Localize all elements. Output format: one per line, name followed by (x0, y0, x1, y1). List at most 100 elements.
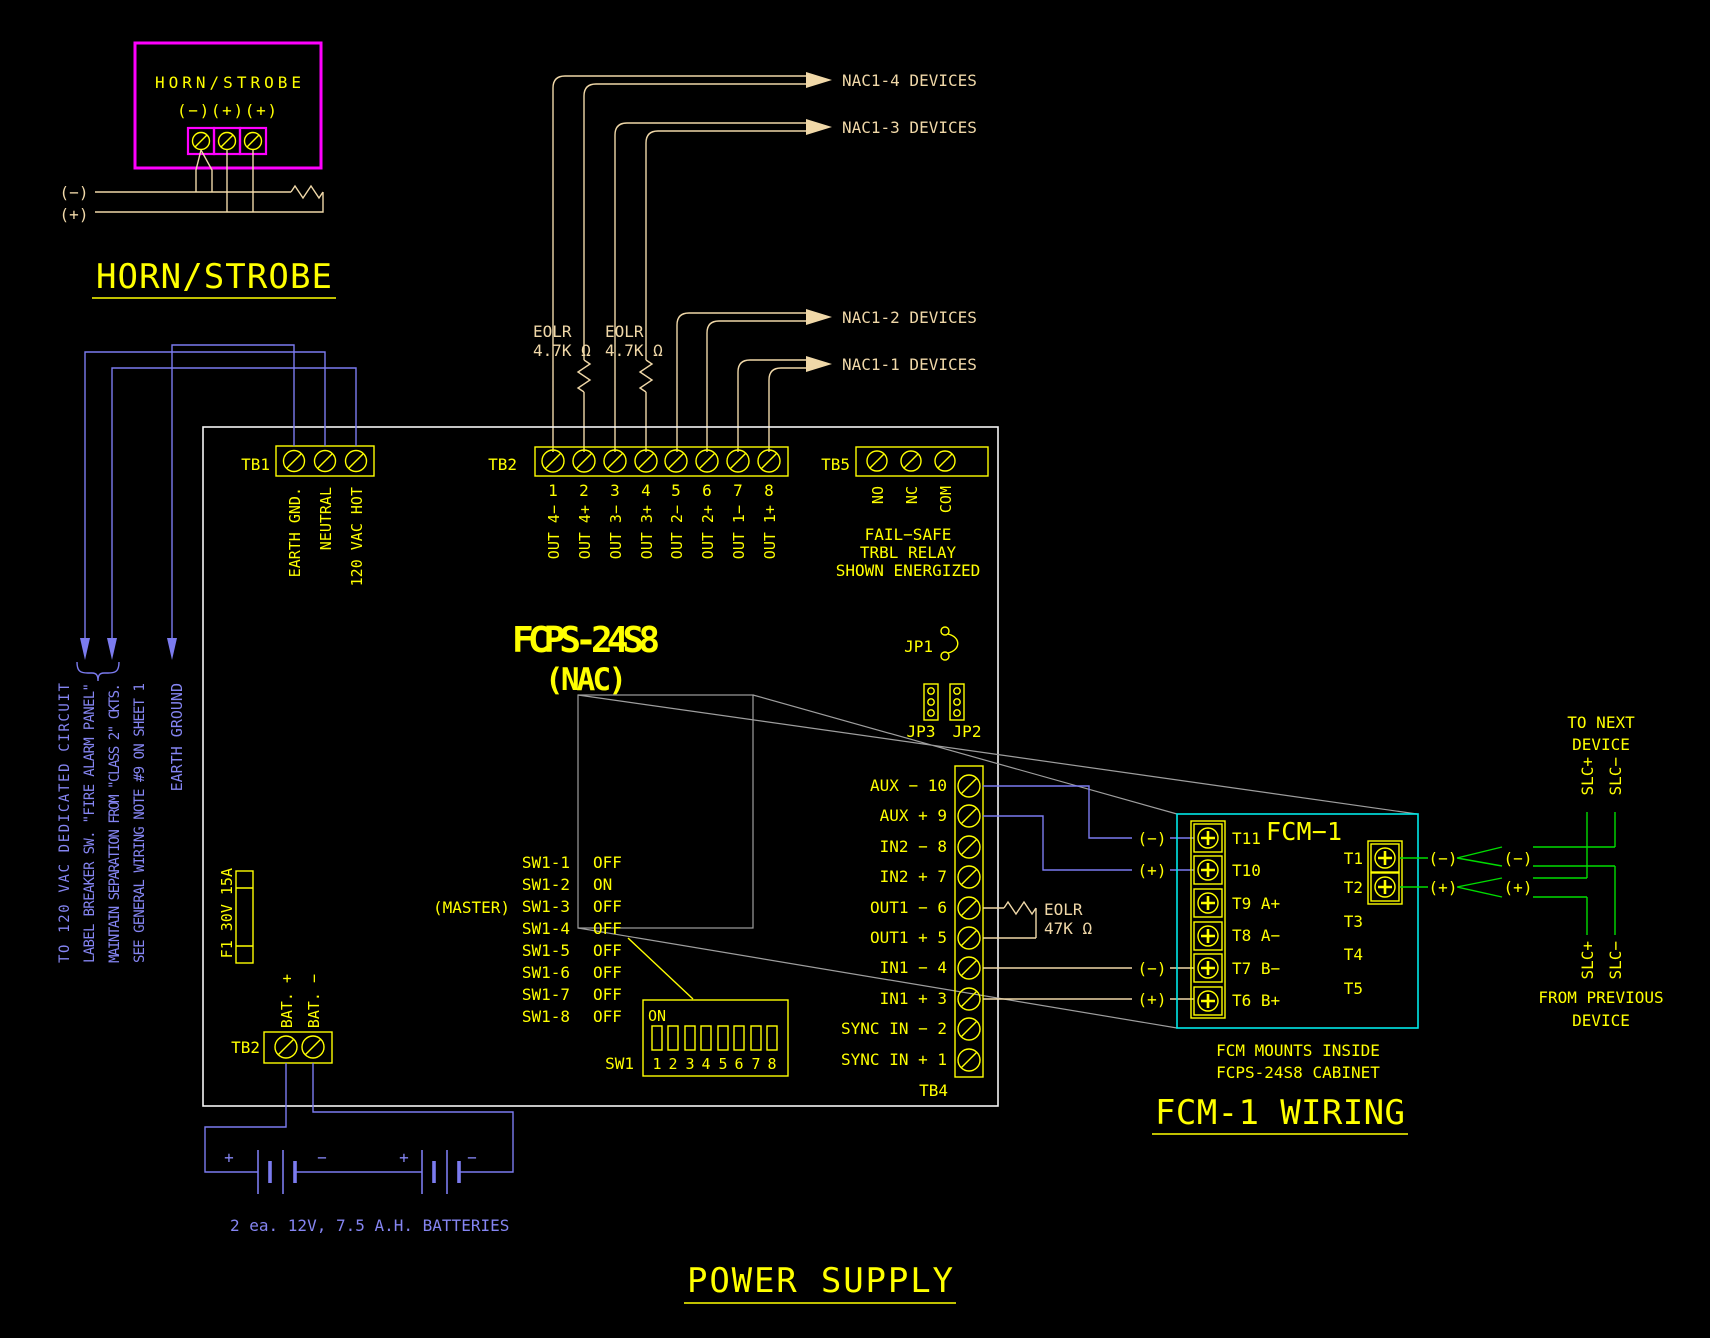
svg-text:1: 1 (652, 1055, 661, 1073)
svg-text:T4: T4 (1344, 945, 1363, 964)
callout-region (577, 694, 754, 929)
mains-note-2: LABEL BREAKER SW. "FIRE ALARM PANEL" (82, 683, 98, 963)
svg-text:T8 A−: T8 A− (1232, 926, 1280, 945)
svg-text:OUT 2+: OUT 2+ (699, 505, 717, 559)
tb5-note-line3: SHOWN ENERGIZED (836, 561, 981, 580)
horn-lead-plus: (+) (60, 205, 89, 224)
svg-text:6: 6 (734, 1055, 743, 1073)
tb5-screws (866, 450, 956, 472)
tb1-screws (282, 449, 368, 473)
svg-text:ON: ON (593, 875, 612, 894)
tb5-label: TB5 (821, 455, 850, 474)
svg-text:IN1 + 3: IN1 + 3 (880, 989, 947, 1008)
horn-strobe-terminal-polarity: (−)(+)(+) (177, 101, 277, 120)
tb1-terminal-block: TB1 EARTH GND. NEUTRAL 120 VAC HOT (241, 445, 375, 586)
battery1-plus: + (224, 1148, 234, 1167)
horn-strobe-title: HORN/STROBE (96, 257, 332, 297)
mains-note-1: TO 120 VAC DEDICATED CIRCUIT (57, 682, 73, 963)
fcm1-left-terminal-labels: T11 T10 T9 A+ T8 A− T7 B− T6 B+ (1232, 829, 1280, 1010)
from-previous-line2: DEVICE (1572, 1011, 1630, 1030)
svg-text:T9 A+: T9 A+ (1232, 894, 1280, 913)
nac1-2-label: NAC1-2 DEVICES (842, 308, 977, 327)
horn-strobe-box (133, 41, 323, 170)
tb5-com-label: COM (937, 486, 955, 513)
fuse-f1: F1 30V 15A (218, 868, 254, 964)
svg-text:T1: T1 (1344, 849, 1363, 868)
down-arrow-icon (167, 638, 177, 660)
fcps-board-outline (202, 426, 999, 1107)
eolr-47k-name: EOLR (1044, 900, 1083, 919)
tb4-fcm-wiring: EOLR 47K Ω (−) (+) (−) (+) (983, 785, 1194, 1009)
svg-text:OUT1 + 5: OUT1 + 5 (870, 928, 947, 947)
battery2-minus: − (467, 1148, 477, 1167)
fuse-label: F1 30V 15A (218, 868, 236, 958)
battery-cells (257, 1150, 461, 1194)
fuse-body (235, 870, 254, 964)
svg-text:OFF: OFF (593, 1007, 622, 1026)
bat-minus-label: BAT. − (305, 974, 323, 1028)
callout-leader-lines (577, 694, 1418, 1029)
slc-wires (1400, 812, 1616, 935)
svg-text:IN1 − 4: IN1 − 4 (880, 958, 947, 977)
mains-note-3: MAINTAIN SEPARATION FROM "CLASS 2" CKTS. (107, 683, 123, 963)
to-next-line1: TO NEXT (1567, 713, 1635, 732)
tb1-label: TB1 (241, 455, 270, 474)
svg-text:OUT 4−: OUT 4− (545, 505, 563, 559)
detail-callout (577, 694, 1418, 1029)
svg-text:4.7K Ω: 4.7K Ω (605, 341, 663, 360)
svg-text:4: 4 (701, 1055, 710, 1073)
tb1-neutral-label: NEUTRAL (317, 487, 335, 550)
svg-text:IN2 + 7: IN2 + 7 (880, 867, 947, 886)
svg-text:8: 8 (767, 1055, 776, 1073)
mains-wires (84, 344, 357, 640)
svg-text:SW1-1: SW1-1 (522, 853, 570, 872)
tb4-label: TB4 (919, 1081, 948, 1100)
slc-minus2-label: (−) (1504, 849, 1533, 868)
fcm-note-line2: FCPS-24S8 CABINET (1216, 1063, 1380, 1082)
dip-switch-levers (651, 1025, 778, 1051)
dip-leader-line (627, 937, 694, 1000)
svg-text:T11: T11 (1232, 829, 1261, 848)
aux-wires (983, 785, 1194, 871)
slc-wiring: (−) (+) (−) (+) TO NEXT DEVICE SLC+ SLC−… (1400, 713, 1664, 1030)
svg-text:SW1-2: SW1-2 (522, 875, 570, 894)
svg-text:4: 4 (641, 481, 651, 500)
fcm1-box (1176, 813, 1419, 1029)
fcm1-right-terminals (1370, 843, 1400, 902)
horn-lead-minus: (−) (60, 183, 89, 202)
tb2-terminal-numbers: 1 2 3 4 5 6 7 8 (548, 481, 774, 500)
svg-text:T7 B−: T7 B− (1232, 959, 1280, 978)
sw1-label: SW1 (605, 1054, 634, 1073)
aux-plus-label: (+) (1138, 861, 1167, 880)
down-arrow-icon (80, 638, 90, 660)
mains-note-4: SEE GENERAL WIRING NOTE #9 ON SHEET 1 (132, 683, 148, 963)
tb5-note-line1: FAIL−SAFE (865, 525, 952, 544)
svg-text:OUT 1−: OUT 1− (730, 505, 748, 559)
svg-text:T5: T5 (1344, 979, 1363, 998)
in1-plus-label: (+) (1138, 990, 1167, 1009)
svg-text:OFF: OFF (593, 853, 622, 872)
master-note: (MASTER) (433, 898, 510, 917)
svg-text:3: 3 (610, 481, 620, 500)
jumpers: JP1 JP3 JP2 (904, 626, 981, 741)
svg-text:IN2 − 8: IN2 − 8 (880, 837, 947, 856)
battery-wires (204, 1063, 514, 1173)
fcm1-right-terminal-labels: T1 T2 T3 T4 T5 (1344, 849, 1363, 998)
down-arrow-icon (107, 638, 117, 660)
dip-switch-numbers: 1 2 3 4 5 6 7 8 (652, 1055, 776, 1073)
in1-minus-label: (−) (1138, 959, 1167, 978)
nac-wires (552, 75, 806, 452)
fcm1-left-terminals (1193, 823, 1223, 1016)
svg-text:2: 2 (668, 1055, 677, 1073)
horn-strobe-screw-terminals (191, 131, 263, 151)
fcm1-title: FCM−1 (1266, 817, 1342, 846)
slc-minus-prev-label: SLC− (1606, 941, 1625, 980)
tb4-screws (957, 774, 981, 1072)
slc-plus-prev-label: SLC+ (1578, 941, 1597, 980)
svg-text:OUT 2−: OUT 2− (668, 505, 686, 559)
svg-text:OUT 3+: OUT 3+ (638, 505, 656, 559)
in1-out1-wires (983, 900, 1194, 1000)
